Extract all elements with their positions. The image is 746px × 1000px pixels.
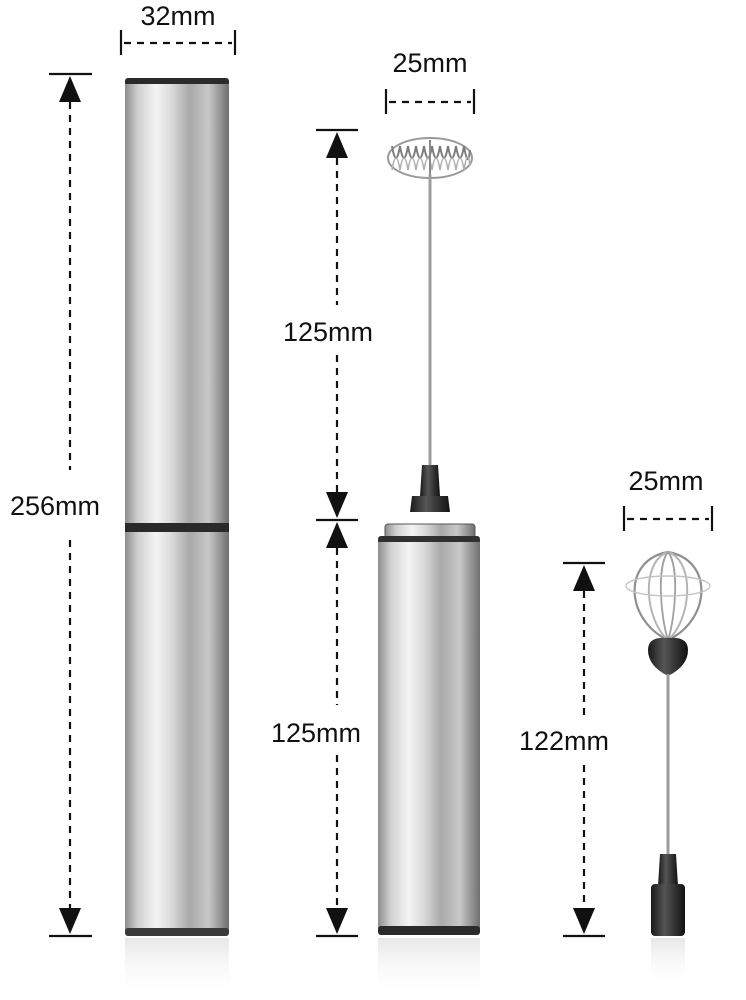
egg-whisk-width-label: 25mm: [628, 466, 703, 496]
case-length-label: 256mm: [10, 491, 100, 521]
case-reflection: [125, 938, 229, 998]
frother-whisk-width-label: 25mm: [392, 48, 467, 78]
egg-whisk-collar: [658, 854, 678, 886]
egg-whisk-shaft: [666, 674, 670, 856]
frother-shaft-dimension: 125mm: [283, 128, 373, 518]
frother-whisk-width-dimension: 25mm: [384, 48, 476, 114]
case-upper-tube: [125, 84, 229, 524]
egg-whisk: [625, 550, 711, 988]
whisk-knob: [648, 637, 688, 676]
milk-frother: [378, 137, 480, 998]
case-bottom-cap: [125, 928, 229, 936]
spiral-whisk-head: [387, 137, 473, 179]
frother-body-dimension: 125mm: [271, 518, 361, 938]
egg-whisk-base: [651, 884, 685, 936]
frother-base: [378, 926, 480, 935]
frother-top-ring: [384, 523, 476, 539]
frother-body-label: 125mm: [271, 718, 361, 748]
egg-whisk-length-label: 122mm: [519, 726, 609, 756]
case-width-dimension: 32mm: [119, 1, 237, 55]
case-joint-ring: [125, 523, 229, 532]
storage-case: [125, 78, 229, 998]
frother-reflection: [378, 938, 480, 998]
balloon-whisk-head: [625, 550, 711, 643]
frother-shaft: [428, 175, 432, 467]
egg-whisk-length-dimension: 122mm: [519, 561, 609, 938]
egg-whisk-width-dimension: 25mm: [622, 466, 714, 531]
case-width-label: 32mm: [140, 1, 215, 31]
frother-body: [378, 542, 480, 930]
frother-shaft-label: 125mm: [283, 317, 373, 347]
frother-collar: [420, 465, 440, 496]
case-lower-tube: [125, 532, 229, 932]
case-length-dimension: 256mm: [10, 72, 100, 938]
